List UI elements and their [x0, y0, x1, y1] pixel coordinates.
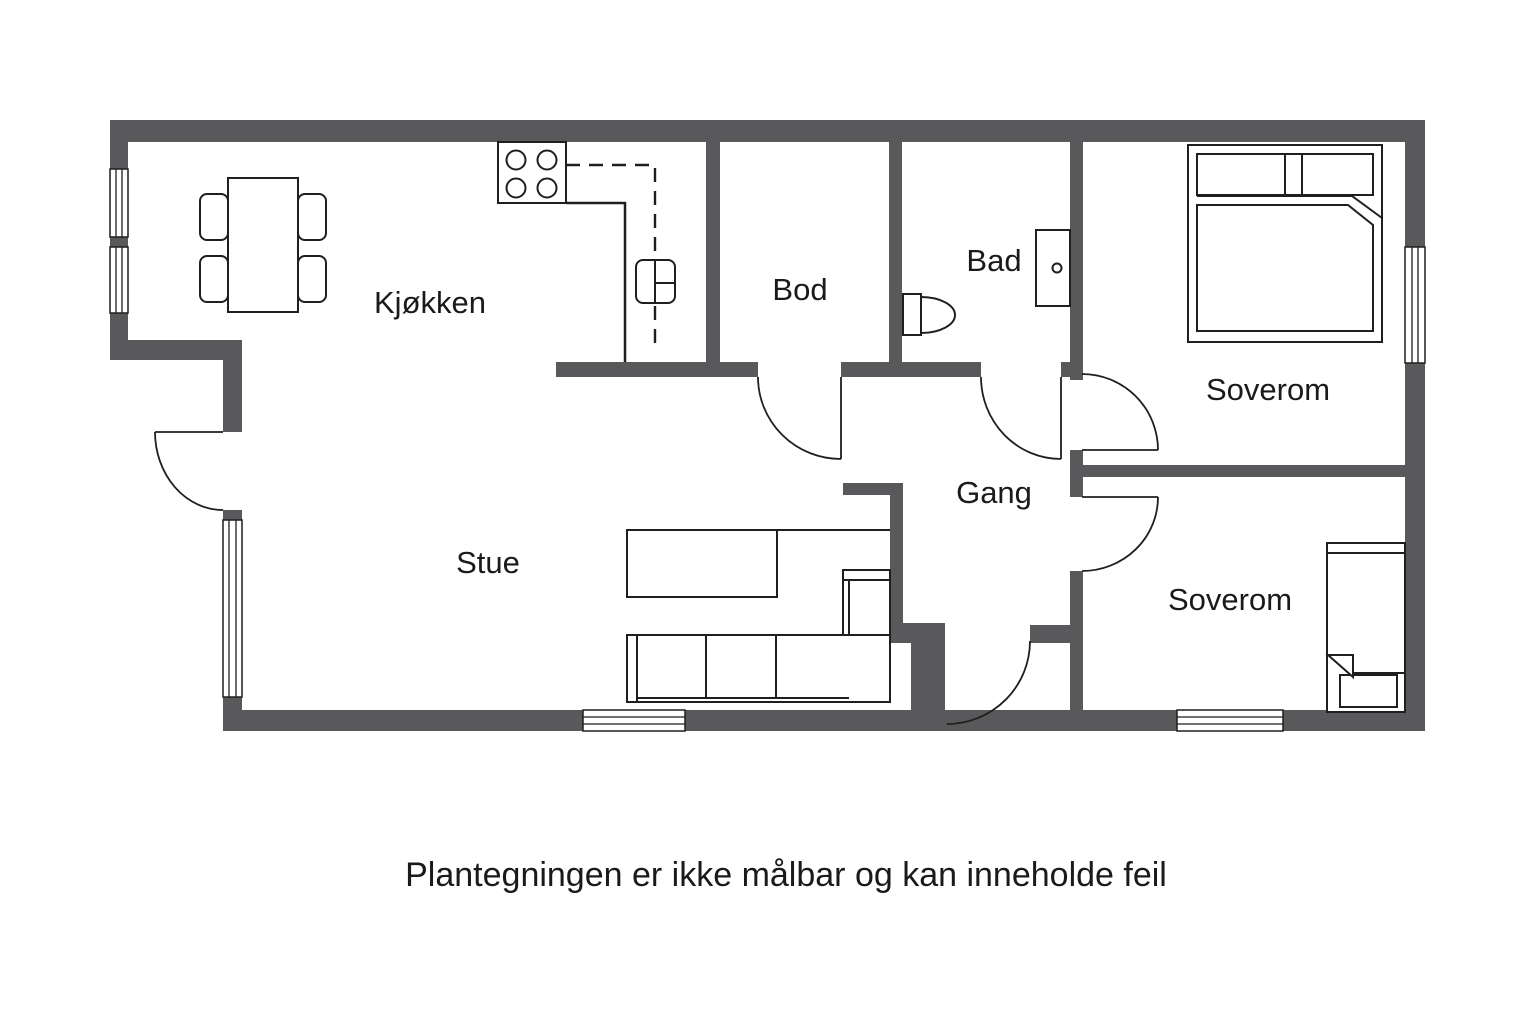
room-label-bod: Bod [772, 272, 827, 307]
kitchen-sink [635, 259, 676, 304]
window-kitchen-2 [109, 246, 129, 314]
kitchen-cabinet-dashed-line [566, 163, 657, 348]
bed-blanket [1196, 204, 1374, 332]
door-gang-closet [946, 640, 1031, 725]
window-stue-left [222, 519, 243, 698]
wall-segment [1070, 571, 1083, 710]
wall-segment [223, 510, 242, 522]
door-soverom-2 [1081, 496, 1159, 572]
disclaimer-caption: Plantegningen er ikke målbar og kan inne… [405, 856, 1167, 894]
room-labels: Kjøkken Bod Bad Soverom Gang Stue Sovero… [374, 243, 1330, 617]
wall-segment [1030, 625, 1070, 643]
dining-table [227, 177, 299, 313]
room-label-gang: Gang [956, 475, 1032, 510]
bathroom-sink [1035, 229, 1071, 307]
room-label-bad: Bad [966, 243, 1021, 278]
wall-segment [843, 483, 903, 495]
wall-segment [841, 362, 981, 377]
bathroom-fixtures [902, 229, 1071, 336]
window-kitchen-1 [109, 168, 129, 238]
doors [154, 373, 1159, 725]
wall-segment [911, 643, 945, 710]
window-soverom-right [1404, 246, 1426, 364]
door-entrance [154, 431, 224, 511]
door-bod [757, 376, 842, 460]
window-soverom-bottom [1176, 709, 1284, 732]
door-soverom-1 [1081, 373, 1159, 451]
coffee-table [626, 529, 778, 598]
room-label-soverom-2: Soverom [1168, 582, 1292, 617]
wall-segment [223, 697, 242, 711]
stove [497, 141, 567, 204]
door-bad [980, 376, 1062, 460]
room-label-stue: Stue [456, 545, 520, 580]
wall-segment [110, 120, 1425, 142]
wall-segment [223, 360, 242, 432]
kitchen-counter [566, 201, 627, 362]
toilet [902, 293, 956, 336]
room-label-soverom-1: Soverom [1206, 372, 1330, 407]
living-room-furniture [626, 529, 891, 703]
kitchen-furniture [199, 141, 676, 362]
wall-segment [1070, 450, 1083, 497]
wall-segment [890, 623, 945, 643]
wall-segment [1083, 465, 1405, 477]
sofa [626, 569, 891, 703]
bed-blanket-edge [1197, 195, 1383, 219]
wall-segment [889, 142, 902, 377]
wall-segment [556, 362, 758, 377]
wall-segment [223, 710, 1425, 731]
wall-segment [1061, 362, 1083, 377]
wall-segment [110, 340, 242, 360]
wall-segment [890, 483, 903, 623]
bed-foot-blanket [1339, 674, 1398, 708]
wall-segment [1070, 142, 1083, 380]
wall-segment [1405, 120, 1425, 731]
single-bed [1325, 542, 1406, 713]
window-stue-bottom [582, 709, 686, 732]
wall-segment [706, 142, 720, 377]
windows [109, 168, 1426, 732]
double-bed [1187, 144, 1383, 343]
bed-fold-corner [1325, 654, 1354, 680]
room-label-kjokken: Kjøkken [374, 285, 486, 320]
